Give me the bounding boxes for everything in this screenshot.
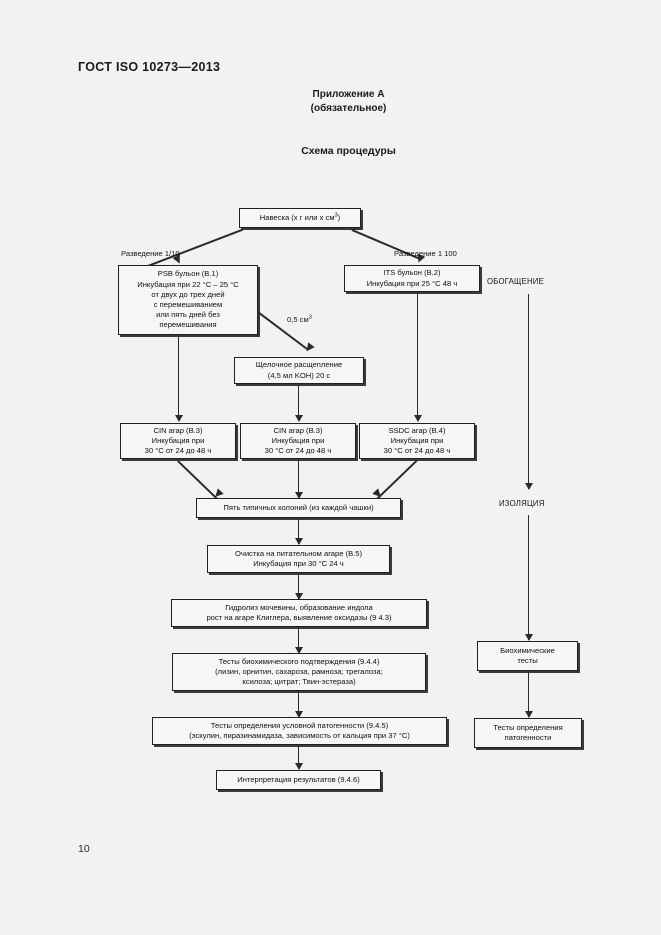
node-right-pathogenicity-tests: Тесты определения патогенности xyxy=(474,718,582,748)
edge-purify-to-hydrolysis xyxy=(298,573,300,599)
edge-biochem-to-pathogenicity-arrow xyxy=(294,711,303,718)
annex-line-2: (обязательное) xyxy=(310,102,387,114)
edge-colonies-to-purify-arrow xyxy=(294,538,303,545)
node-pathogenicity-tests: Тесты определения условной патогенности … xyxy=(152,717,447,745)
label-volume: 0,5 см3 xyxy=(287,314,312,324)
node-alkali-digestion: Щелочное расщепление (4,5 мл KOH) 20 с xyxy=(234,357,364,384)
node-biochemical-confirmation: Тесты биохимического подтверждения (9.4.… xyxy=(172,653,426,691)
node-five-colonies-label: Пять типичных колоний (из каждой чашки) xyxy=(223,502,374,512)
edge-pathogenicity-to-interpretation-arrow xyxy=(294,763,303,770)
node-sample-label: Навеска (x г или x см3) xyxy=(259,212,341,222)
node-cin-agar-1: CIN агар (B.3) Инкубация при 30 °C от 24… xyxy=(120,423,236,459)
node-its-broth-label: ITS бульон (B.2) Инкубация при 25 °C 48 … xyxy=(366,268,458,288)
edge-psb-to-koh-arrow xyxy=(303,342,315,354)
edge-koh-to-cin2 xyxy=(298,384,300,421)
annex-line-1: Приложение А xyxy=(312,89,385,100)
node-interpretation-label: Интерпретация результатов (9.4.6) xyxy=(237,774,360,784)
node-biochemical-confirmation-label: Тесты биохимического подтверждения (9.4.… xyxy=(215,656,383,687)
edge-purify-to-hydrolysis-arrow xyxy=(294,593,303,600)
stage-line-isolation-arrow xyxy=(524,634,533,641)
node-right-biochemical-tests: Биохимические тесты xyxy=(477,641,578,671)
edge-colonies-to-purify xyxy=(298,518,300,544)
annex-heading: Приложение А (обязательное) xyxy=(0,88,661,115)
node-psb-broth-label: PSB бульон (B.1) Инкубация при 22 °C – 2… xyxy=(137,269,239,330)
scheme-title: Схема процедуры xyxy=(301,145,396,157)
edge-psb-to-cin1 xyxy=(178,335,180,421)
edge-psb-to-cin1-arrow xyxy=(174,415,183,422)
node-cin-agar-1-label: CIN агар (B.3) Инкубация при 30 °C от 24… xyxy=(144,425,212,456)
edge-pathogenicity-to-interpretation xyxy=(298,745,300,769)
node-its-broth: ITS бульон (B.2) Инкубация при 25 °C 48 … xyxy=(344,265,480,292)
node-right-biochemical-tests-label: Биохимические тесты xyxy=(500,645,555,665)
node-cin-agar-2: CIN агар (B.3) Инкубация при 30 °C от 24… xyxy=(240,423,356,459)
edge-its-to-ssdc xyxy=(417,292,419,421)
edge-cin2-to-colonies-arrow xyxy=(294,492,303,499)
edge-right-biochem-to-pathogen-arrow xyxy=(524,711,533,718)
node-hydrolysis-tests-label: Гидролиз мочевины, образование индола ро… xyxy=(206,602,392,622)
label-dilution-left: Разведение 1/10 xyxy=(121,249,180,258)
stage-line-enrichment-to-isolation xyxy=(528,294,530,489)
label-dilution-right: Разведение 1 100 xyxy=(394,249,457,258)
edge-its-to-ssdc-arrow xyxy=(413,415,422,422)
edge-koh-to-cin2-arrow xyxy=(294,415,303,422)
edge-hydrolysis-to-biochem xyxy=(298,627,300,653)
node-alkali-digestion-label: Щелочное расщепление (4,5 мл KOH) 20 с xyxy=(255,360,343,380)
node-interpretation: Интерпретация результатов (9.4.6) xyxy=(216,770,381,790)
edge-biochem-to-pathogenicity xyxy=(298,691,300,717)
standard-header: ГОСТ ISO 10273—2013 xyxy=(78,60,221,74)
edge-cin2-to-colonies xyxy=(298,460,300,498)
node-sample: Навеска (x г или x см3) xyxy=(239,208,361,228)
node-right-pathogenicity-tests-label: Тесты определения патогенности xyxy=(493,722,563,742)
stage-line-enrichment-arrow xyxy=(524,483,533,490)
node-purification-label: Очистка на питательном агаре (B.5) Инкуб… xyxy=(234,548,363,568)
node-ssdc-agar-label: SSDC агар (B.4) Инкубация при 30 °C от 2… xyxy=(383,425,451,456)
node-ssdc-agar: SSDC агар (B.4) Инкубация при 30 °C от 2… xyxy=(359,423,475,459)
node-purification: Очистка на питательном агаре (B.5) Инкуб… xyxy=(207,545,390,573)
edge-hydrolysis-to-biochem-arrow xyxy=(294,647,303,654)
node-five-colonies: Пять типичных колоний (из каждой чашки) xyxy=(196,498,401,518)
stage-line-isolation-to-biochem xyxy=(528,515,530,640)
node-pathogenicity-tests-label: Тесты определения условной патогенности … xyxy=(189,720,410,740)
stage-label-isolation: ИЗОЛЯЦИЯ xyxy=(499,499,545,508)
node-cin-agar-2-label: CIN агар (B.3) Инкубация при 30 °C от 24… xyxy=(264,425,332,456)
edge-right-biochem-to-pathogen xyxy=(528,671,530,717)
node-psb-broth: PSB бульон (B.1) Инкубация при 22 °C – 2… xyxy=(118,265,258,335)
page-number: 10 xyxy=(78,843,90,855)
node-hydrolysis-tests: Гидролиз мочевины, образование индола ро… xyxy=(171,599,427,627)
stage-label-enrichment: ОБОГАЩЕНИЕ xyxy=(487,277,545,286)
